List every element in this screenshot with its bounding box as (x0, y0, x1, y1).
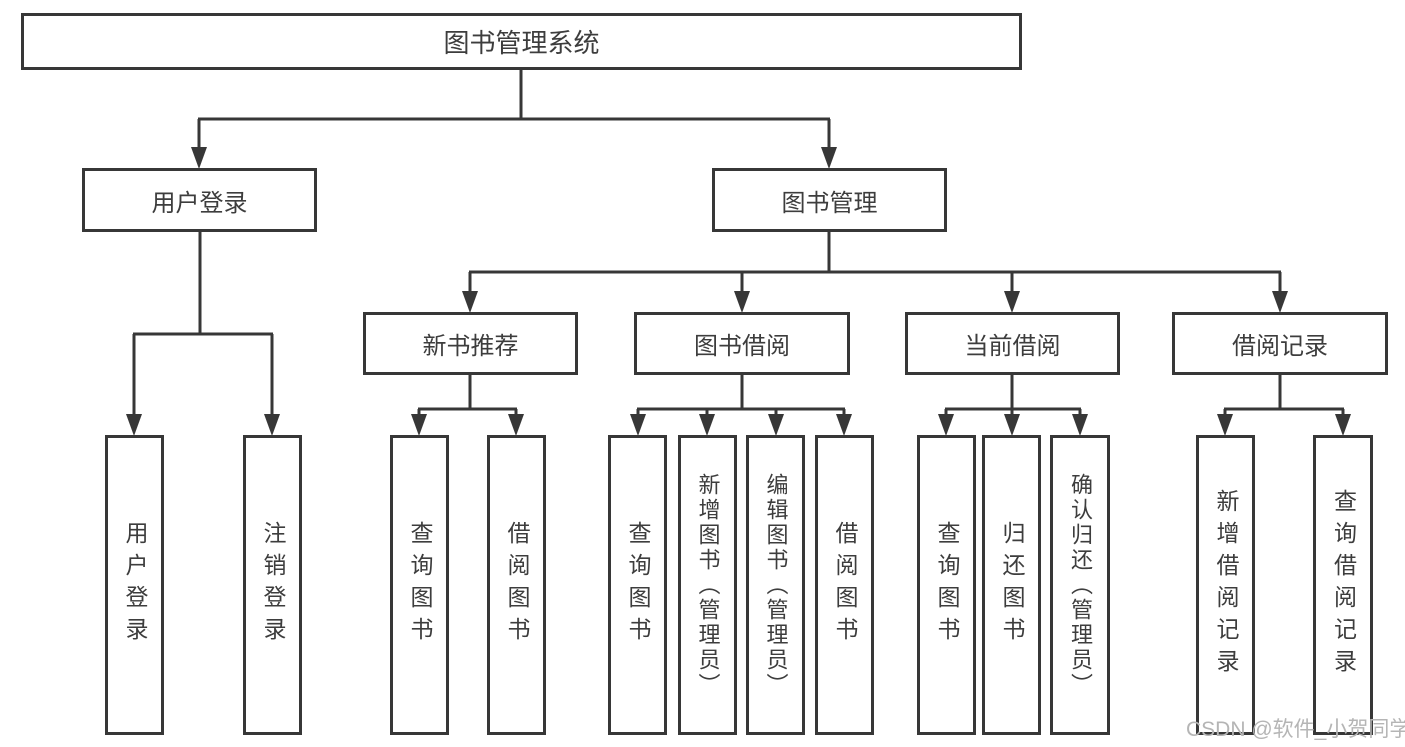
node-book-borrow: 图书借阅 (634, 312, 850, 375)
node-add-book-admin: 新增图书（管理员） (678, 435, 737, 735)
node-label: 新书推荐 (422, 333, 519, 360)
node-label: 用户登录 (151, 189, 248, 217)
node-confirm-return-admin: 确认归还（管理员） (1050, 435, 1110, 735)
node-label: 借阅图书 (504, 521, 530, 649)
node-label: 查询图书 (934, 521, 960, 649)
node-borrow-records: 借阅记录 (1172, 312, 1388, 375)
node-label: 图书管理 (781, 189, 878, 217)
node-borrow-books-recommend: 借阅图书 (487, 435, 546, 735)
node-label: 用户登录 (122, 521, 148, 649)
node-label: 图书借阅 (694, 333, 790, 360)
node-user-login: 用户登录 (82, 168, 317, 232)
node-label: 查询图书 (625, 521, 651, 649)
node-label: 借阅记录 (1232, 333, 1328, 360)
node-label: 当前借阅 (964, 333, 1061, 360)
node-query-books-current: 查询图书 (917, 435, 976, 735)
node-return-book: 归还图书 (982, 435, 1041, 735)
node-current-borrow: 当前借阅 (905, 312, 1120, 375)
node-label: 查询图书 (407, 521, 433, 649)
node-label: 新增图书（管理员） (695, 472, 721, 698)
connector-paths (132, 70, 1345, 417)
node-book-management: 图书管理 (712, 168, 947, 232)
node-add-borrow-record: 新增借阅记录 (1196, 435, 1255, 735)
node-query-books-borrow: 查询图书 (608, 435, 667, 735)
node-root: 图书管理系统 (21, 13, 1022, 70)
node-label: 编辑图书（管理员） (763, 472, 789, 698)
watermark: CSDN @软件_小贺同学 (1186, 718, 1405, 741)
node-user-login-action: 用户登录 (105, 435, 164, 735)
node-borrow-books-action: 借阅图书 (815, 435, 874, 735)
node-label: 注销登录 (260, 521, 286, 649)
node-label: 确认归还（管理员） (1068, 472, 1093, 698)
arrowheads (126, 147, 1351, 436)
node-query-borrow-record: 查询借阅记录 (1313, 435, 1373, 735)
node-logout-action: 注销登录 (243, 435, 302, 735)
node-query-books-recommend: 查询图书 (390, 435, 449, 735)
node-label: 归还图书 (999, 521, 1025, 649)
node-label: 查询借阅记录 (1330, 489, 1357, 681)
node-label: 图书管理系统 (443, 28, 600, 58)
node-new-book-recommend: 新书推荐 (363, 312, 578, 375)
node-label: 借阅图书 (832, 521, 858, 649)
node-edit-book-admin: 编辑图书（管理员） (746, 435, 805, 735)
node-label: 新增借阅记录 (1213, 489, 1239, 681)
